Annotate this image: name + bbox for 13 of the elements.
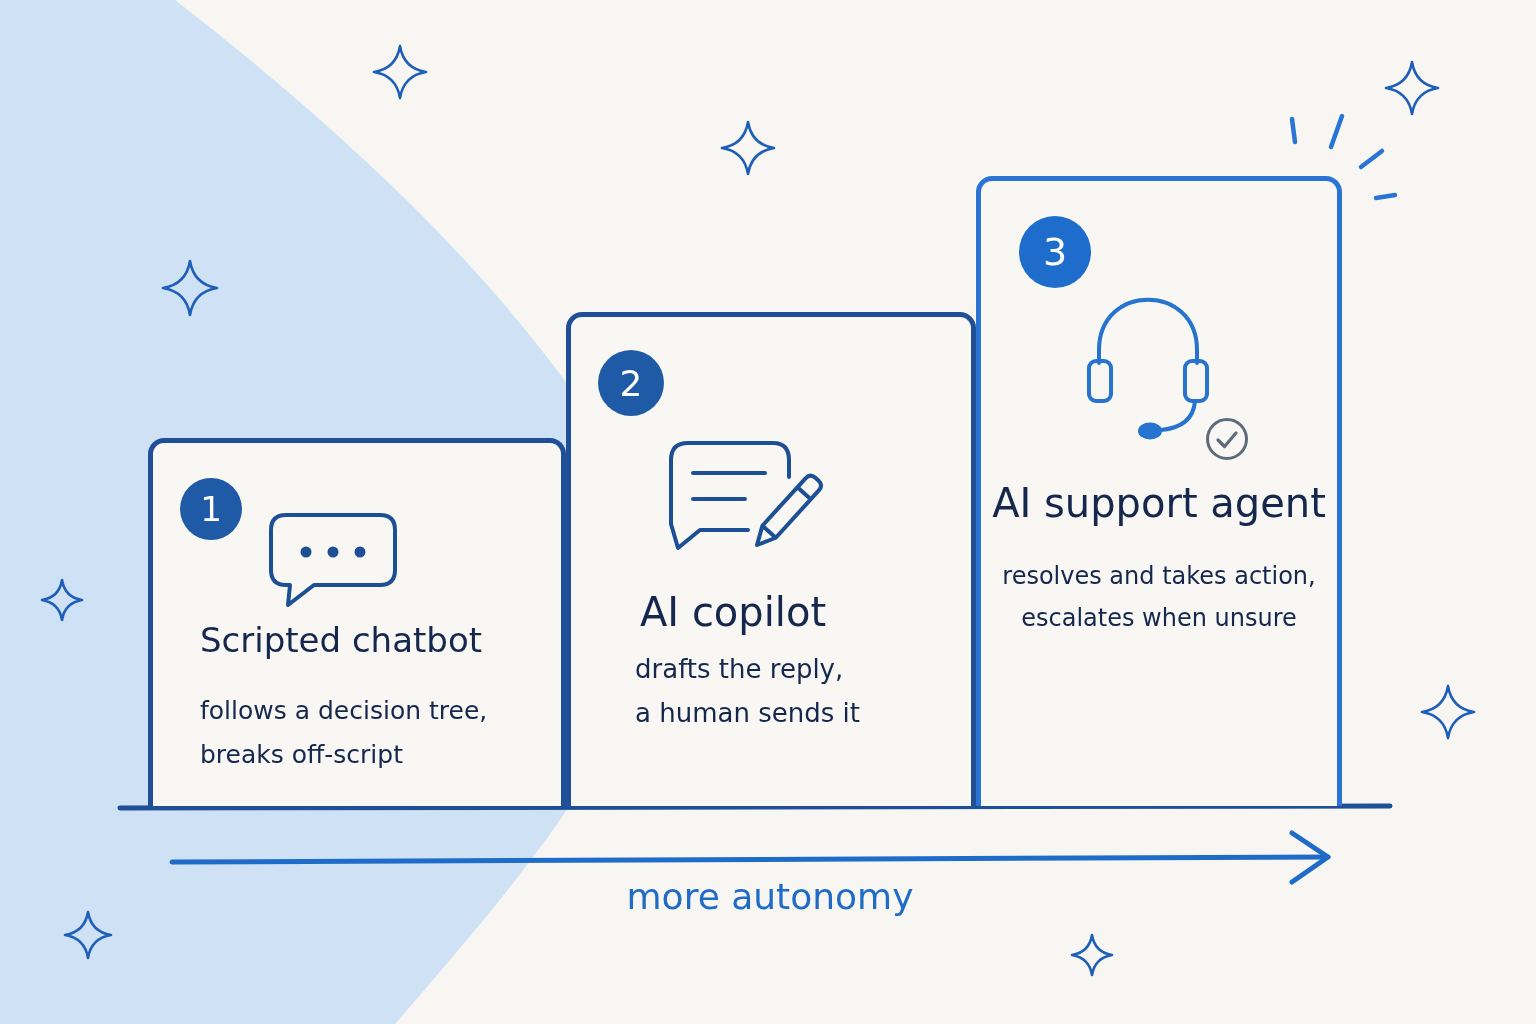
step-number-badge: 2 <box>598 350 664 416</box>
step-description: drafts the reply, a human sends it <box>635 653 861 730</box>
step-number-badge: 3 <box>1019 216 1091 288</box>
step-title: AI copilot <box>640 588 827 636</box>
step-box <box>976 176 1342 806</box>
step-title: AI support agent <box>992 479 1326 527</box>
step-box <box>566 312 976 806</box>
step-description: follows a decision tree, breaks off-script <box>200 695 489 771</box>
arrow-label: more autonomy <box>626 876 914 918</box>
step-box <box>148 438 566 806</box>
step-description: resolves and takes action, escalates when unsure <box>1001 561 1317 634</box>
step-number-badge: 1 <box>180 478 242 540</box>
step-title: Scripted chatbot <box>200 620 483 661</box>
